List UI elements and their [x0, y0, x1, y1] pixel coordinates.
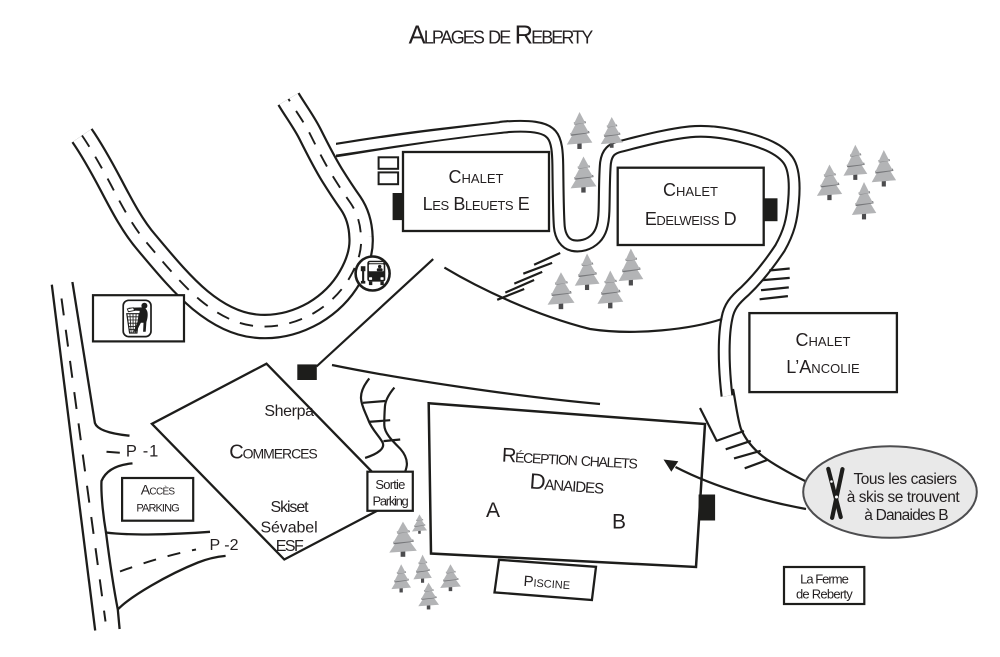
- svg-text:ESF: ESF: [276, 538, 304, 555]
- svg-text:Sortie: Sortie: [375, 477, 405, 492]
- svg-text:Commerces: Commerces: [229, 442, 317, 464]
- svg-text:à Danaides B: à Danaides B: [864, 507, 948, 524]
- svg-text:PARKING: PARKING: [136, 503, 179, 515]
- svg-text:Sévabel: Sévabel: [260, 520, 317, 537]
- svg-text:Chalet: Chalet: [449, 167, 504, 187]
- svg-text:Piscine: Piscine: [523, 573, 571, 593]
- svg-text:La Ferme: La Ferme: [800, 572, 848, 587]
- svg-text:P -2: P -2: [209, 537, 238, 554]
- svg-text:L’Ancolie: L’Ancolie: [786, 357, 860, 377]
- svg-text:de Reberty: de Reberty: [796, 587, 853, 602]
- svg-text:A: A: [486, 499, 500, 522]
- svg-text:Danaides: Danaides: [529, 468, 605, 498]
- svg-text:Parking: Parking: [373, 494, 409, 509]
- svg-text:P -1: P -1: [126, 443, 159, 461]
- svg-text:Alpages de Reberty: Alpages de Reberty: [409, 22, 594, 50]
- svg-text:Chalet: Chalet: [663, 180, 718, 200]
- svg-text:B: B: [612, 511, 626, 534]
- svg-text:Skiset: Skiset: [271, 499, 310, 516]
- svg-text:à skis se trouvent: à skis se trouvent: [847, 489, 961, 506]
- svg-text:Tous les casiers: Tous les casiers: [853, 471, 957, 488]
- svg-text:Les Bleuets E: Les Bleuets E: [423, 194, 530, 214]
- svg-text:Edelweiss D: Edelweiss D: [645, 209, 737, 229]
- svg-text:Accès: Accès: [141, 482, 176, 498]
- svg-text:Chalet: Chalet: [796, 330, 851, 350]
- svg-text:Sherpa: Sherpa: [264, 403, 314, 420]
